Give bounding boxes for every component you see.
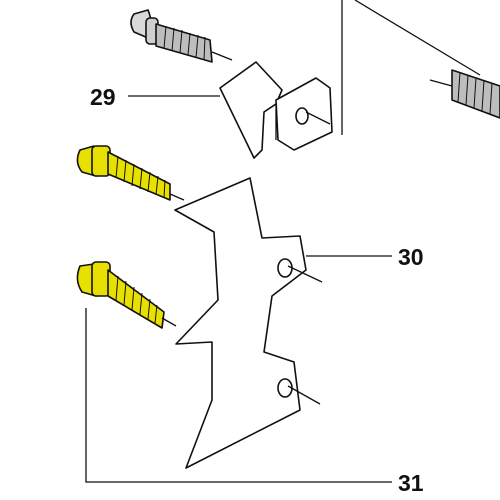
frame-lines	[341, 0, 481, 135]
highlighted-bolt-lower-icon	[76, 261, 177, 329]
grey-bolt-top-icon	[130, 9, 233, 63]
highlighted-bolt-upper-icon	[76, 145, 185, 201]
plate-30	[174, 177, 323, 469]
callout-31: 31	[398, 470, 424, 496]
leader-lines	[85, 95, 392, 483]
callout-30: 30	[398, 244, 424, 270]
grey-bolt-right-icon	[429, 69, 500, 119]
bracket-29	[219, 61, 333, 159]
callout-29: 29	[90, 84, 116, 110]
